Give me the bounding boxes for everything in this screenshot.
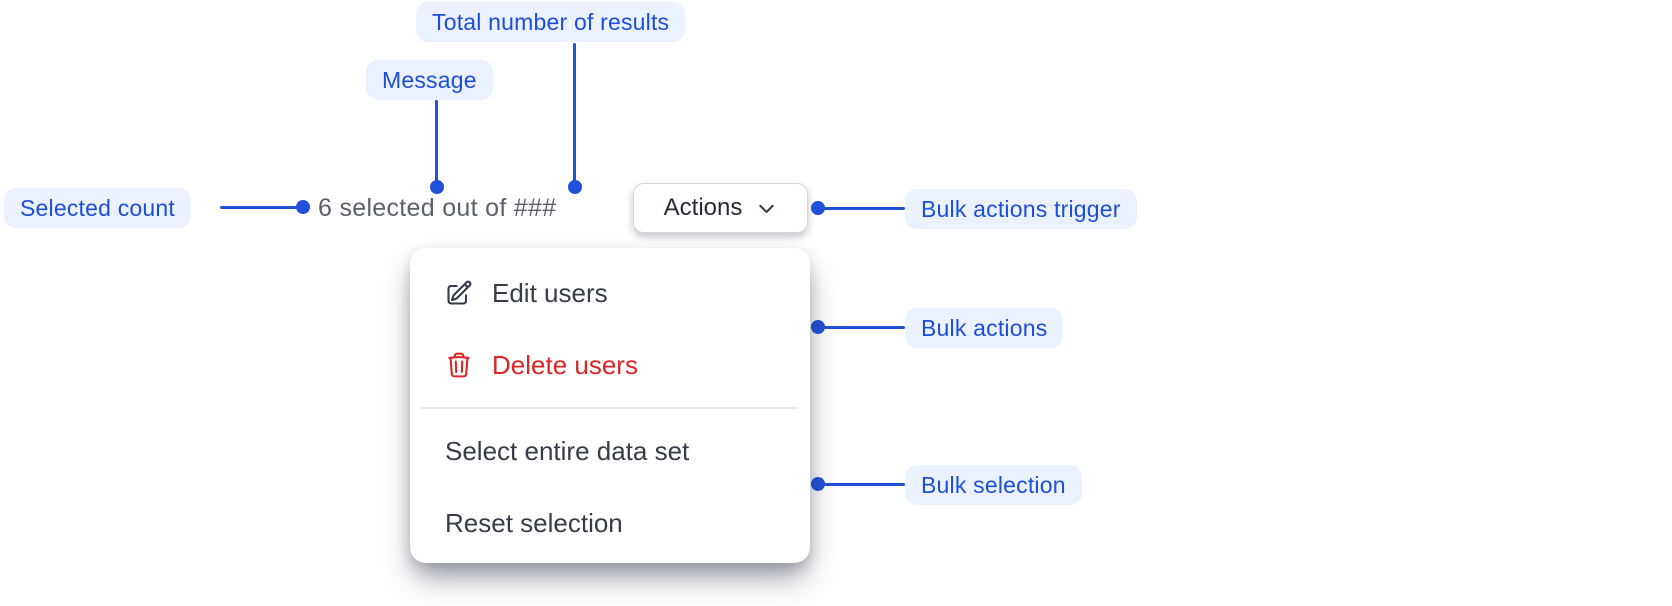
- connector-line-selected-count: [220, 206, 303, 209]
- connector-line-bulk-actions: [818, 326, 905, 329]
- actions-button-label: Actions: [663, 194, 743, 221]
- bulk-actions-trigger-button[interactable]: Actions: [633, 183, 808, 233]
- annotation-bulk-actions: Bulk actions: [905, 308, 1064, 348]
- menu-item-label: Delete users: [492, 349, 638, 380]
- connector-dot-bulk-actions-trigger: [811, 201, 825, 215]
- connector-dot-bulk-selection: [811, 477, 825, 491]
- annotation-message: Message: [366, 60, 493, 100]
- menu-item-label: Edit users: [492, 277, 608, 308]
- selected-count-message: 6 selected out of ###: [318, 194, 557, 222]
- connector-line-message: [435, 100, 438, 187]
- chevron-down-icon: [756, 198, 777, 219]
- pencil-square-icon: [445, 279, 473, 307]
- menu-item-edit-users[interactable]: Edit users: [410, 257, 810, 329]
- connector-line-bulk-selection: [818, 483, 905, 486]
- annotation-total-results: Total number of results: [416, 2, 686, 42]
- connector-line-total-results: [573, 43, 576, 187]
- menu-item-reset-selection[interactable]: Reset selection: [410, 487, 810, 559]
- annotation-bulk-selection: Bulk selection: [905, 465, 1082, 505]
- menu-divider: [420, 407, 798, 409]
- menu-item-label: Reset selection: [445, 507, 623, 538]
- annotation-selected-count: Selected count: [4, 188, 191, 228]
- annotation-bulk-actions-trigger: Bulk actions trigger: [905, 189, 1137, 229]
- menu-item-select-entire-data-set[interactable]: Select entire data set: [410, 415, 810, 487]
- connector-dot-bulk-actions: [811, 320, 825, 334]
- connector-line-bulk-actions-trigger: [818, 207, 905, 210]
- menu-item-label: Select entire data set: [445, 435, 690, 466]
- bulk-actions-menu: Edit users Delete users Select entire da…: [410, 248, 810, 563]
- connector-dot-total-results: [568, 180, 582, 194]
- menu-item-delete-users[interactable]: Delete users: [410, 329, 810, 401]
- connector-dot-selected-count: [296, 200, 310, 214]
- connector-dot-message: [430, 180, 444, 194]
- trash-icon: [445, 351, 473, 379]
